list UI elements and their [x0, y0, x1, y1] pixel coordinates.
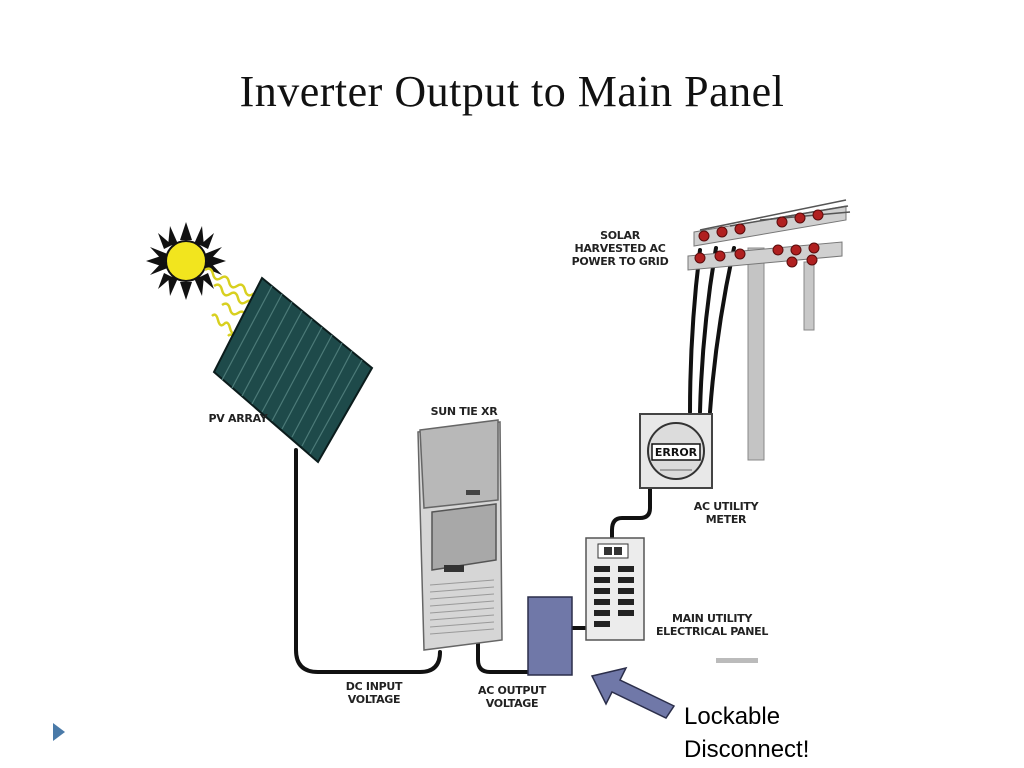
pv-array-panel [212, 276, 374, 464]
dc-input-label: DC INPUT VOLTAGE [345, 680, 403, 706]
meter-label: AC UTILITY METER [693, 500, 759, 526]
pv-array-label: PV ARRAY [208, 412, 268, 425]
panel-label: MAIN UTILITY ELECTRICAL PANEL [655, 612, 769, 638]
disconnect-callout: Lockable Disconnect! [684, 703, 810, 763]
callout-arrow-icon [590, 666, 676, 719]
ac-utility-meter: ERROR [639, 413, 713, 489]
main-electrical-panel [585, 537, 645, 641]
meter-readout: ERROR [655, 446, 698, 459]
panel-stamp [716, 658, 758, 663]
ac-output-label: AC OUTPUT VOLTAGE [478, 684, 546, 710]
inverter-label: SUN TIE XR [430, 405, 498, 418]
utility-pole [687, 199, 851, 461]
bullet-icon [53, 723, 65, 741]
grid-label: SOLAR HARVESTED AC POWER TO GRID [571, 229, 669, 268]
inverter-unit [417, 419, 503, 651]
slide-title: Inverter Output to Main Panel [239, 67, 785, 116]
lockable-disconnect-box [527, 596, 573, 676]
sun-icon [146, 222, 226, 300]
